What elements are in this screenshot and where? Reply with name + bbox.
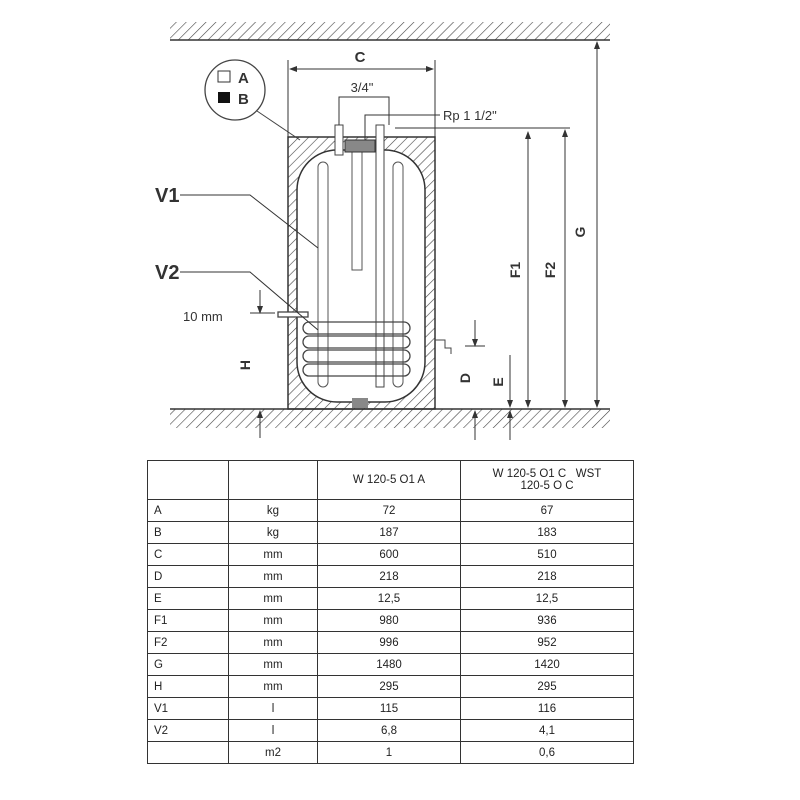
header-model-a: W 120-5 O1 A xyxy=(317,460,461,500)
dim-d-label: D xyxy=(457,373,473,383)
pipe-large-label: Rp 1 1/2" xyxy=(443,108,497,123)
empty-weight-icon xyxy=(217,70,231,83)
cell-v1: 218 xyxy=(317,565,461,588)
v1-label: V1 xyxy=(155,185,179,207)
cell-param: C xyxy=(147,543,229,566)
legend-b: B xyxy=(238,91,249,108)
cell-v1: 187 xyxy=(317,521,461,544)
cell-v1: 12,5 xyxy=(317,587,461,610)
cell-v2: 0,6 xyxy=(460,741,634,764)
dim-e-label: E xyxy=(490,377,506,386)
cell-v2: 116 xyxy=(460,697,634,720)
cell-unit: mm xyxy=(228,587,318,610)
heating-coil xyxy=(277,311,411,377)
full-weight-icon xyxy=(218,92,230,103)
cell-param: V2 xyxy=(147,719,229,742)
water-heater-diagram: A B C 3/4" Rp 1 1/2" V1 V2 10 mm H D E F… xyxy=(155,22,610,440)
cell-v1: 72 xyxy=(317,499,461,522)
cell-v2: 1420 xyxy=(460,653,634,676)
cell-unit: m2 xyxy=(228,741,318,764)
cell-v2: 295 xyxy=(460,675,634,698)
cell-param: E xyxy=(147,587,229,610)
cell-v1: 1480 xyxy=(317,653,461,676)
cell-v2: 183 xyxy=(460,521,634,544)
dim-f2-label: F2 xyxy=(542,262,558,279)
cell-v2: 67 xyxy=(460,499,634,522)
cell-unit: mm xyxy=(228,653,318,676)
v2-label: V2 xyxy=(155,262,179,284)
cell-unit: l xyxy=(228,697,318,720)
cell-v2: 218 xyxy=(460,565,634,588)
ceiling xyxy=(170,22,610,41)
cell-v2: 4,1 xyxy=(460,719,634,742)
cell-v2: 936 xyxy=(460,609,634,632)
cell-unit: l xyxy=(228,719,318,742)
cell-param: B xyxy=(147,521,229,544)
cell-v1: 115 xyxy=(317,697,461,720)
cell-param: D xyxy=(147,565,229,588)
cell-v1: 6,8 xyxy=(317,719,461,742)
cell-v1: 996 xyxy=(317,631,461,654)
tank xyxy=(277,124,452,410)
cell-param: F1 xyxy=(147,609,229,632)
cell-unit: mm xyxy=(228,543,318,566)
cell-unit: mm xyxy=(228,675,318,698)
gap-label: 10 mm xyxy=(183,309,223,324)
cell-param: G xyxy=(147,653,229,676)
cell-param: F2 xyxy=(147,631,229,654)
cell-v2: 510 xyxy=(460,543,634,566)
dim-c-label: C xyxy=(355,49,366,66)
dim-h-label: H xyxy=(237,360,253,370)
cell-param: A xyxy=(147,499,229,522)
cell-v1: 600 xyxy=(317,543,461,566)
dim-g-label: G xyxy=(572,226,588,237)
cell-v1: 980 xyxy=(317,609,461,632)
cell-param: V1 xyxy=(147,697,229,720)
cell-unit: mm xyxy=(228,565,318,588)
cell-unit: mm xyxy=(228,609,318,632)
pipe-small-label: 3/4" xyxy=(351,80,374,95)
drain-tap-icon xyxy=(435,339,452,354)
cell-unit: mm xyxy=(228,631,318,654)
cell-param xyxy=(147,741,229,764)
weight-legend: A B xyxy=(204,59,301,141)
cell-v2: 952 xyxy=(460,631,634,654)
cell-v1: 295 xyxy=(317,675,461,698)
cell-v1: 1 xyxy=(317,741,461,764)
floor xyxy=(170,408,610,428)
cell-param: H xyxy=(147,675,229,698)
cell-v2: 12,5 xyxy=(460,587,634,610)
dim-f1-label: F1 xyxy=(507,262,523,279)
cell-unit: kg xyxy=(228,499,318,522)
legend-a: A xyxy=(238,70,249,87)
cell-unit: kg xyxy=(228,521,318,544)
header-param xyxy=(147,460,229,500)
header-unit xyxy=(228,460,318,500)
